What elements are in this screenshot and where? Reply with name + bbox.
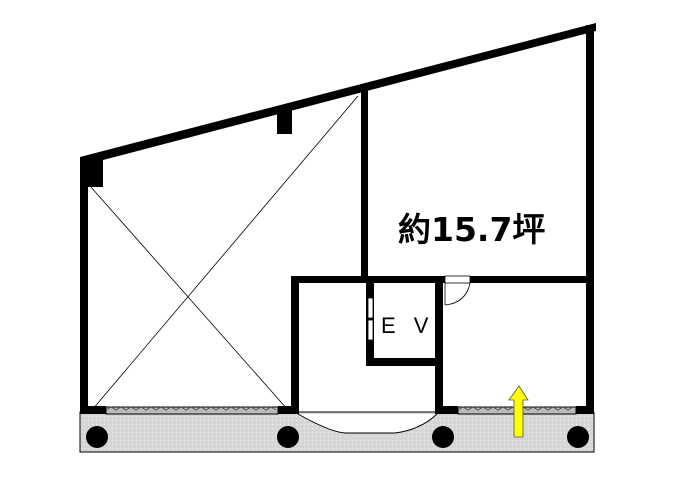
void-cross-icon [89, 95, 359, 411]
door-icon [444, 275, 471, 306]
area-label: 約15.7坪 [398, 210, 546, 249]
column-icon [86, 426, 589, 448]
entrance-curve [297, 413, 438, 434]
walls [80, 23, 596, 414]
elevator-door [367, 297, 374, 341]
entrance-arrow-icon [508, 385, 529, 438]
pillar [277, 110, 292, 134]
pillar [83, 160, 103, 187]
elevator-label: E V [381, 313, 435, 338]
